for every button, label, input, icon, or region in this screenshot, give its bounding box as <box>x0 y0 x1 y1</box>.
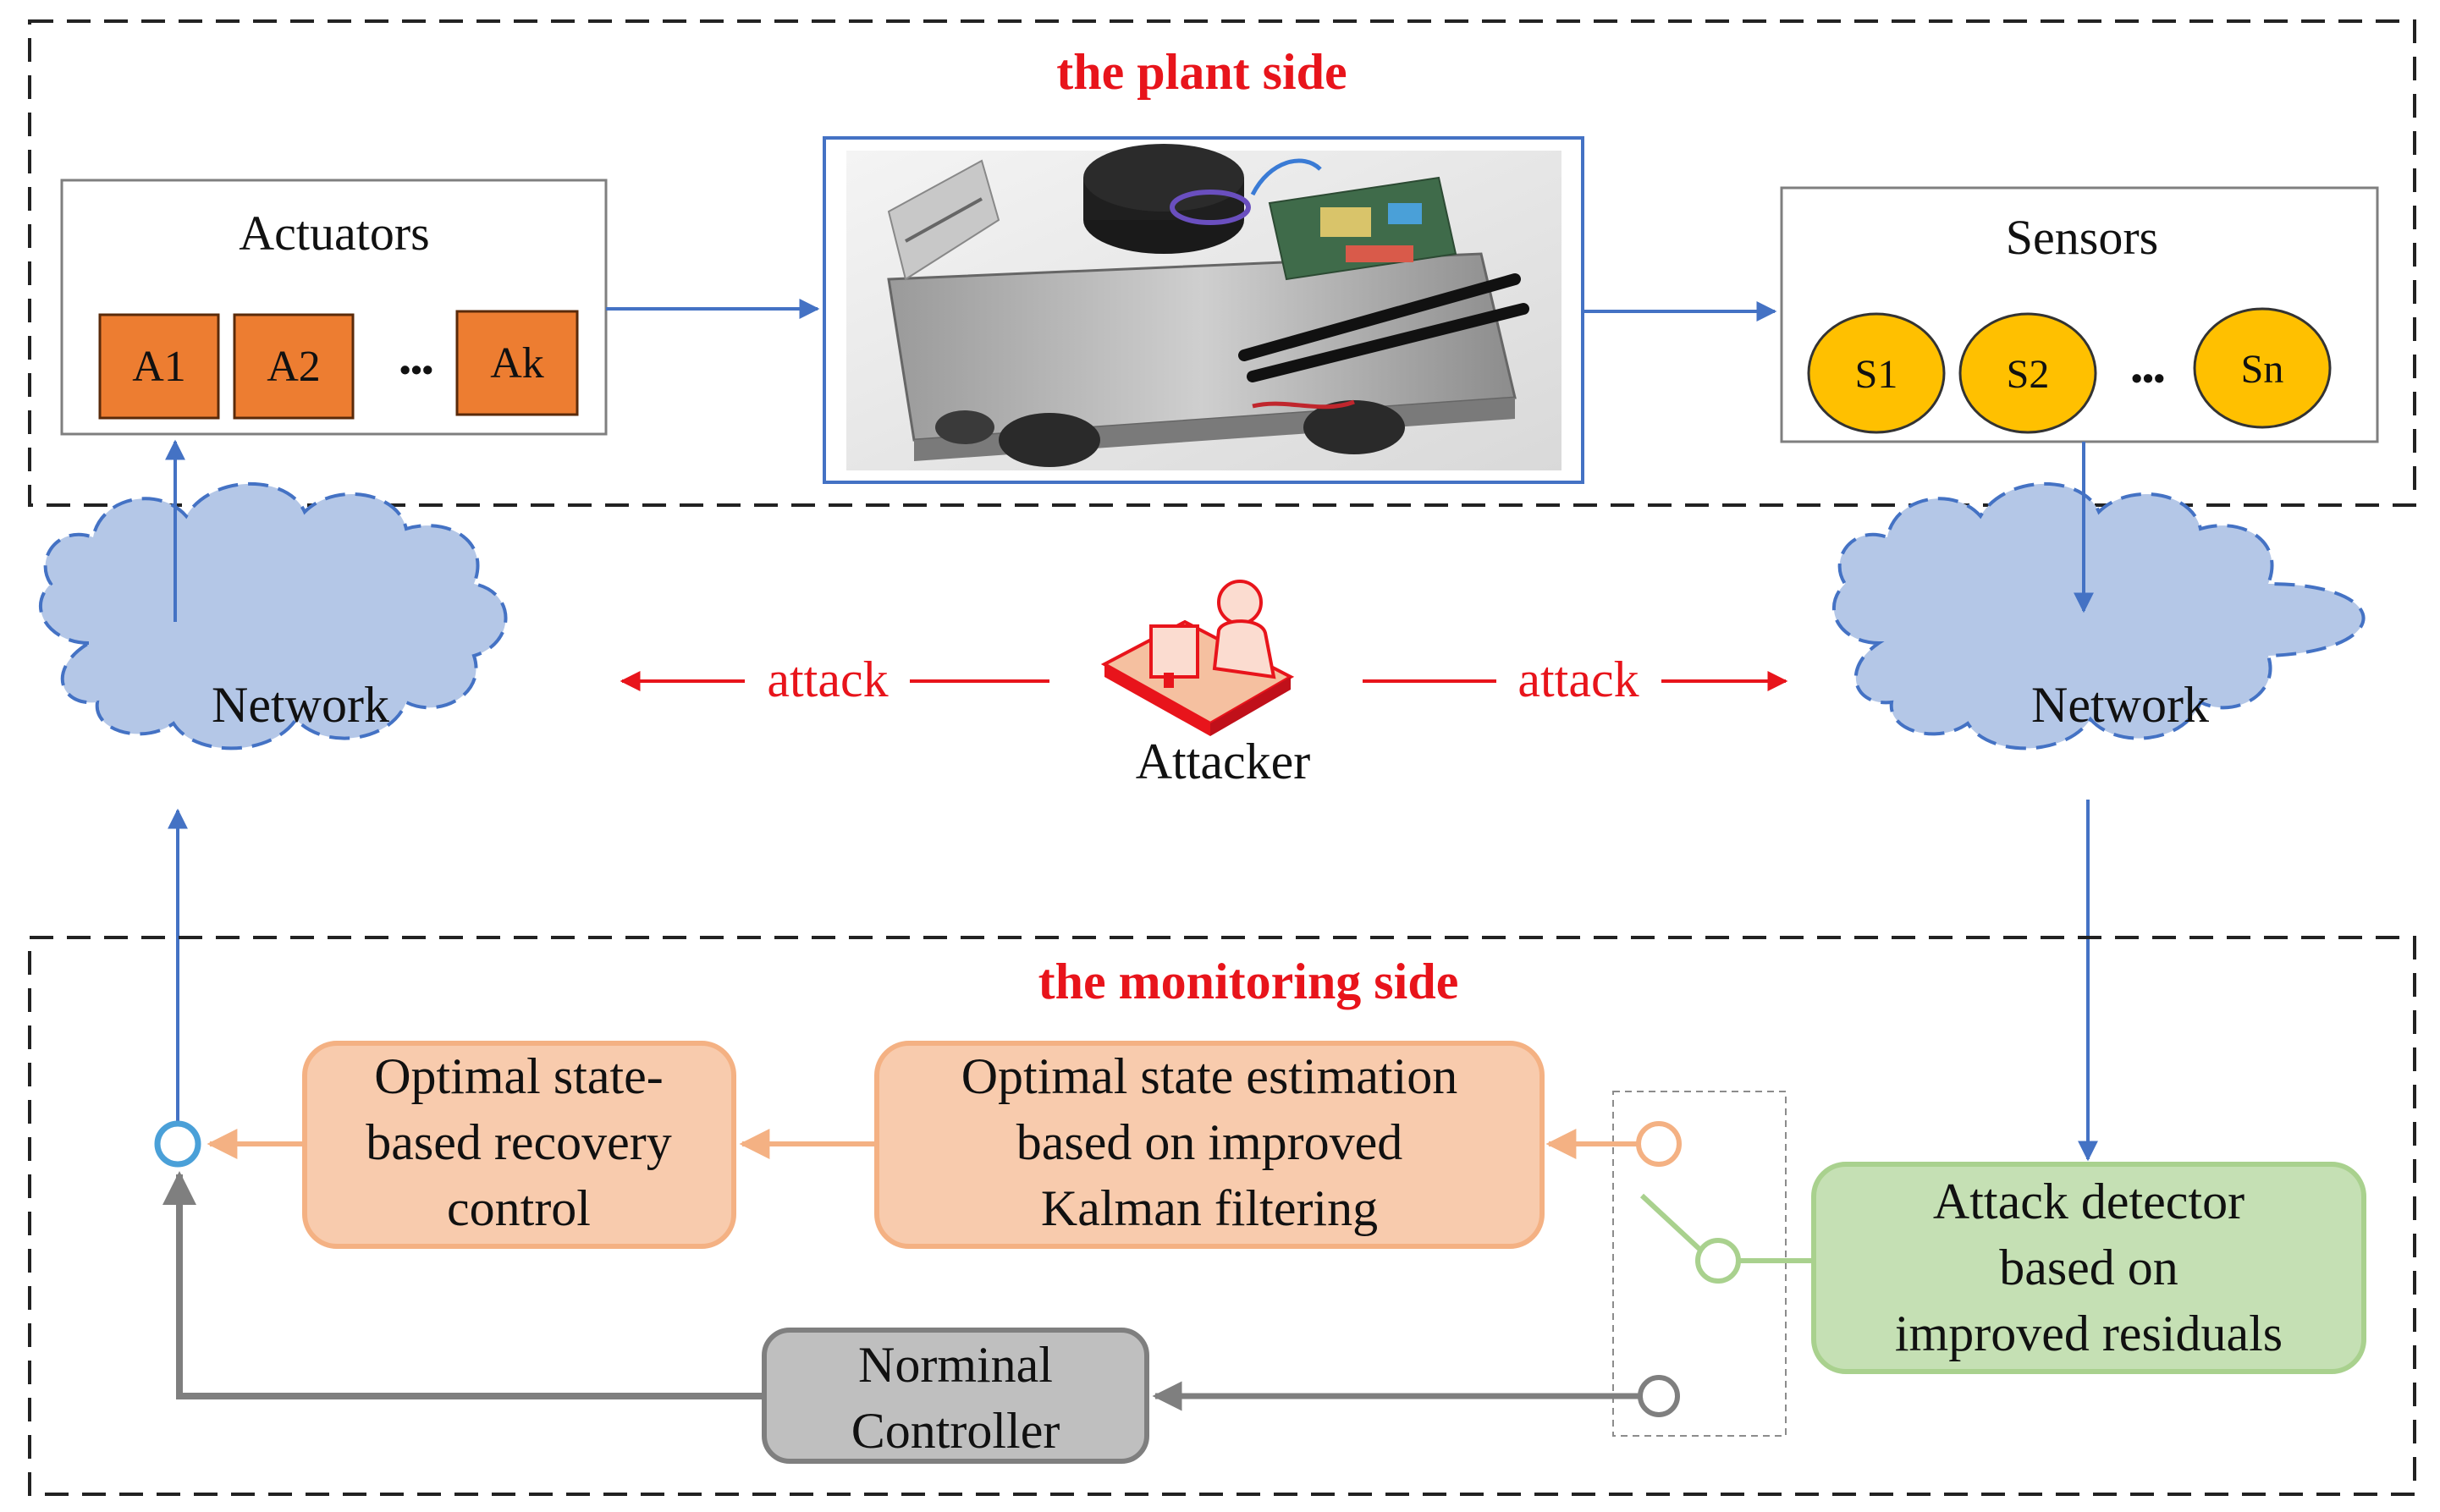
network-cloud-right: Network <box>1832 481 2366 751</box>
sensors-title: Sensors <box>2006 210 2158 265</box>
switch-pivot <box>1695 1238 1741 1284</box>
sensor-sn <box>2193 307 2332 429</box>
monitoring-side-frame <box>28 936 2416 1496</box>
network-right-label: Network <box>2031 677 2209 733</box>
actuator-a2-label: A2 <box>267 343 321 391</box>
sensor-s2-label: S2 <box>2007 352 2050 397</box>
sensors-box: Sensors S1 S2 ••• Sn <box>1780 186 2379 443</box>
attack-detector-box: Attack detector based on improved residu… <box>1811 1162 2366 1374</box>
attack-left-label: attack <box>767 652 888 707</box>
nominal-controller-box: Norminal Controller <box>762 1328 1149 1464</box>
recovery-line-3: control <box>447 1180 591 1236</box>
network-cloud-left: Network <box>39 481 508 751</box>
switch-terminal-lower <box>1638 1375 1680 1417</box>
network-left-label: Network <box>212 677 389 733</box>
attacker-icon <box>1100 580 1295 736</box>
sensor-s1 <box>1807 312 1946 434</box>
arrow-nominal-to-node <box>162 1171 764 1399</box>
actuator-a1-label: A1 <box>132 343 186 391</box>
recovery-line-2: based recovery <box>366 1114 671 1170</box>
actuator-ak-label: Ak <box>490 339 544 388</box>
detector-line-2: based on <box>1999 1240 2178 1295</box>
detector-line-1: Attack detector <box>1933 1174 2244 1229</box>
actuator-a2 <box>233 313 355 420</box>
robot-image <box>823 136 1584 484</box>
sensor-ellipsis: ••• <box>2131 361 2165 397</box>
actuators-box: Actuators A1 A2 ••• Ak <box>60 179 608 436</box>
actuator-ellipsis: ••• <box>399 353 433 388</box>
switch-frame <box>1612 1091 1787 1437</box>
estimation-line-2: based on improved <box>1016 1114 1403 1170</box>
attacker-label: Attacker <box>1136 734 1311 789</box>
actuators-title: Actuators <box>239 206 430 261</box>
switch-arm <box>1639 1193 1704 1253</box>
actuator-ak <box>455 310 579 416</box>
recovery-control-box: Optimal state- based recovery control <box>302 1041 736 1249</box>
plant-side-frame <box>28 19 2416 507</box>
plant-side-title: the plant side <box>1056 44 1347 100</box>
sensor-s1-label: S1 <box>1855 352 1898 397</box>
detector-line-3: improved residuals <box>1895 1306 2283 1361</box>
estimation-line-3: Kalman filtering <box>1041 1180 1378 1236</box>
recovery-line-1: Optimal state- <box>374 1048 664 1104</box>
sensor-s2 <box>1958 312 2097 434</box>
output-node <box>154 1120 201 1168</box>
state-estimation-box: Optimal state estimation based on improv… <box>874 1041 1545 1249</box>
estimation-line-1: Optimal state estimation <box>961 1048 1458 1104</box>
switch-terminal-upper <box>1636 1121 1682 1167</box>
attack-right-label: attack <box>1517 652 1639 707</box>
nominal-line-2: Controller <box>851 1403 1060 1459</box>
sensor-sn-label: Sn <box>2241 347 2284 392</box>
monitoring-side-title: the monitoring side <box>1038 954 1459 1009</box>
actuator-a1 <box>98 313 220 420</box>
nominal-line-1: Norminal <box>858 1337 1053 1393</box>
